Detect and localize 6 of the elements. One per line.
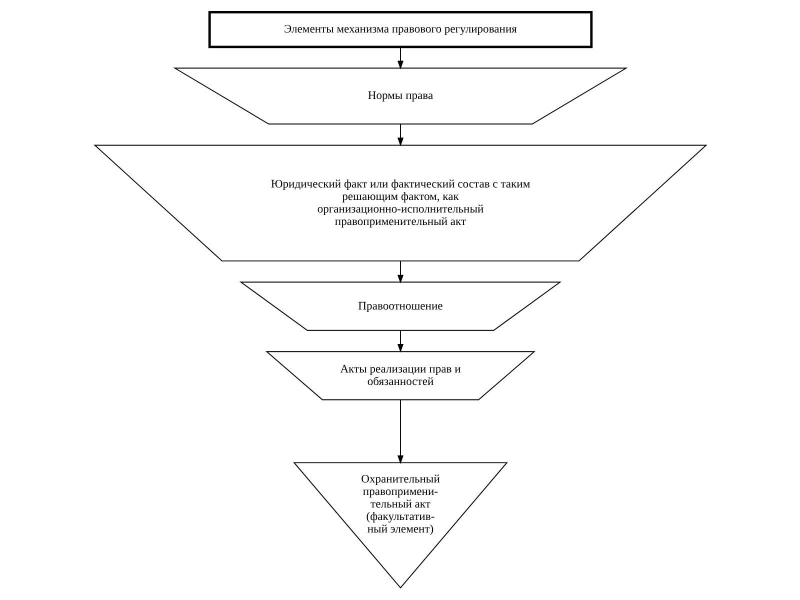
- arrow: [396, 399, 404, 464]
- arrow: [396, 260, 404, 284]
- arrow: [396, 46, 404, 70]
- arrow: [396, 330, 404, 353]
- node-box: Элементы механизма правового регулирования: [208, 11, 592, 48]
- arrow: [396, 124, 404, 146]
